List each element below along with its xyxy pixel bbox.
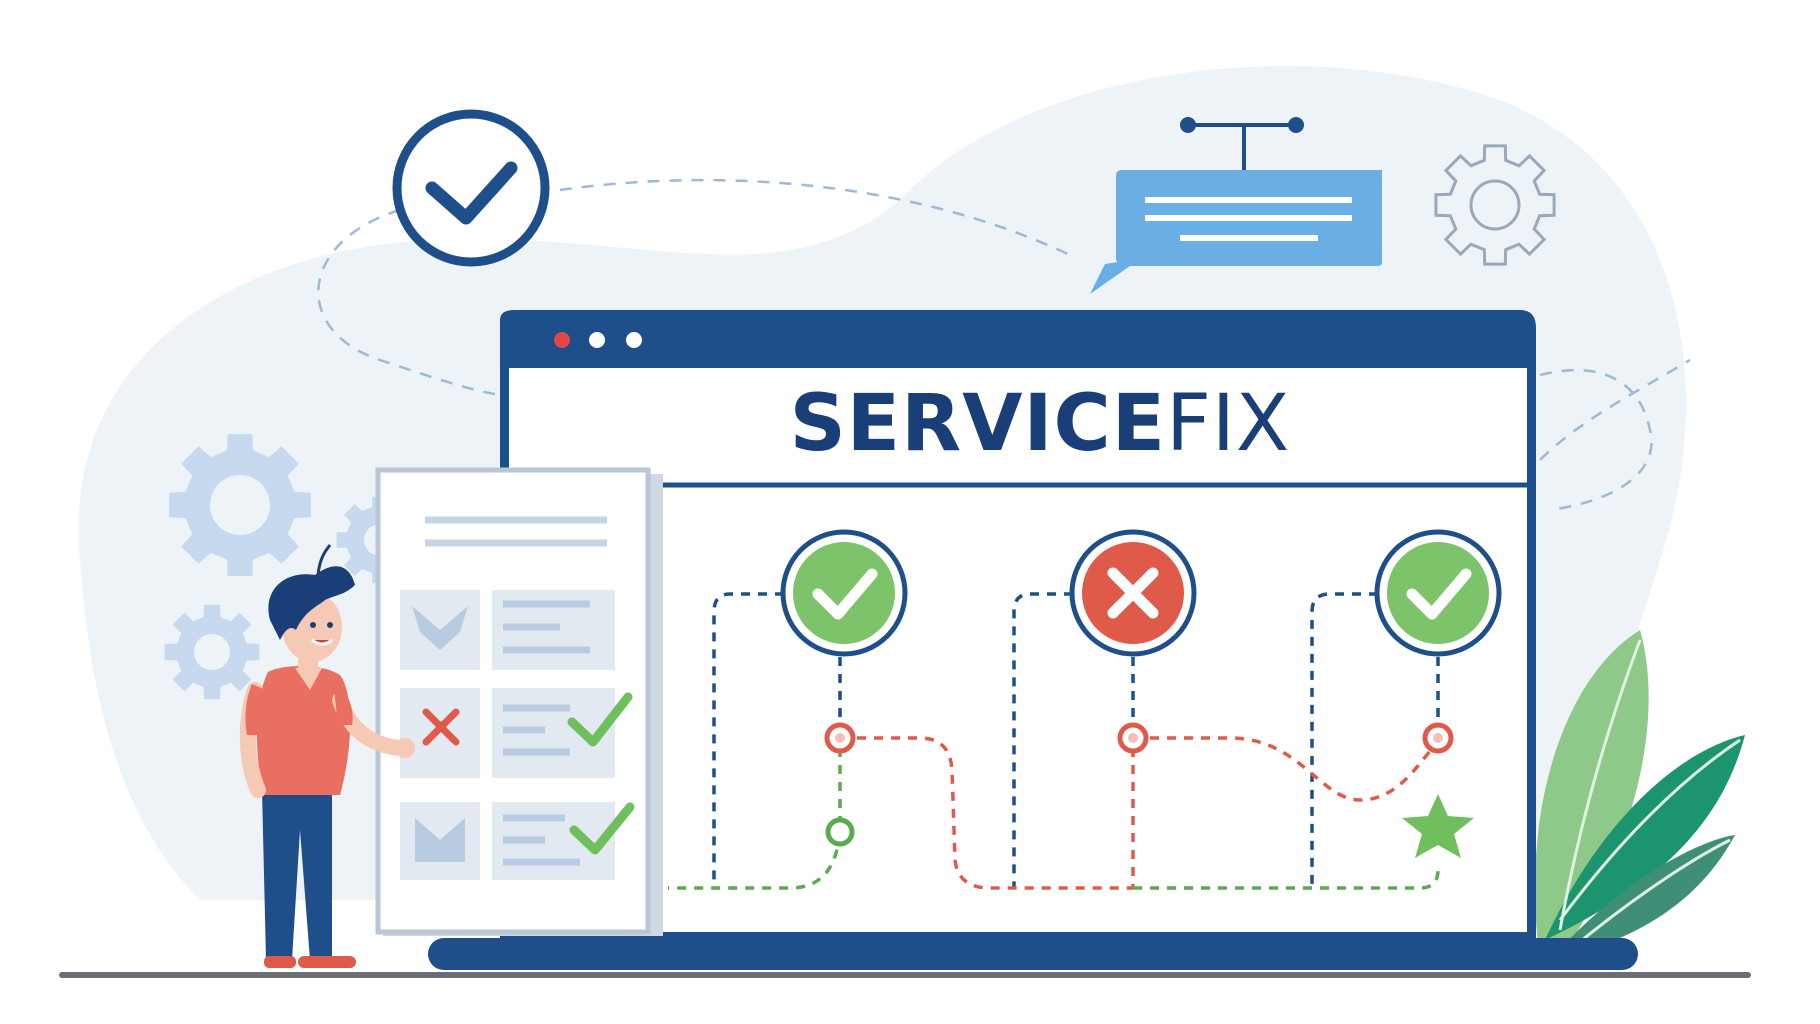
browser-window — [428, 310, 1638, 970]
gear-hole — [1469, 179, 1521, 231]
checklist-document — [375, 467, 663, 936]
gear-icon — [1434, 144, 1556, 266]
gear-icon — [169, 434, 311, 576]
envelope-icon — [415, 818, 465, 862]
workflow-paths — [668, 592, 1440, 890]
envelope-icon — [412, 606, 468, 650]
check-icon — [1406, 568, 1472, 620]
decorative-dashes — [317, 178, 1691, 512]
workflow-dots — [824, 722, 1454, 847]
workflow-node-3[interactable] — [1374, 529, 1502, 657]
gear-icon — [164, 604, 260, 700]
window-controls[interactable] — [554, 332, 642, 348]
gear-shape — [1434, 144, 1556, 266]
x-icon — [1107, 567, 1159, 619]
brand-title-bold: SERVICE — [790, 379, 1166, 469]
checklist-row[interactable] — [400, 590, 615, 670]
check-circle-icon — [392, 109, 550, 267]
person-character — [239, 544, 415, 968]
star-icon — [1402, 794, 1474, 858]
leaf-icon — [1534, 630, 1745, 960]
check-icon — [812, 568, 878, 620]
gear-hole — [210, 475, 270, 535]
brand-title-light: FIX — [1166, 379, 1290, 469]
maximize-dot[interactable] — [626, 332, 642, 348]
workflow-node-1[interactable] — [780, 529, 908, 657]
minimize-dot[interactable] — [589, 332, 605, 348]
close-dot[interactable] — [554, 332, 570, 348]
check-icon — [569, 802, 635, 855]
x-icon — [422, 708, 460, 746]
brand-title: SERVICEFIX — [790, 379, 1291, 469]
check-icon — [567, 692, 633, 747]
workflow-node-2[interactable] — [1069, 529, 1197, 657]
checklist-row[interactable] — [400, 802, 635, 880]
chat-bubble-icon — [1090, 117, 1382, 294]
gear-hole — [194, 634, 230, 670]
checklist-row[interactable] — [400, 688, 633, 778]
